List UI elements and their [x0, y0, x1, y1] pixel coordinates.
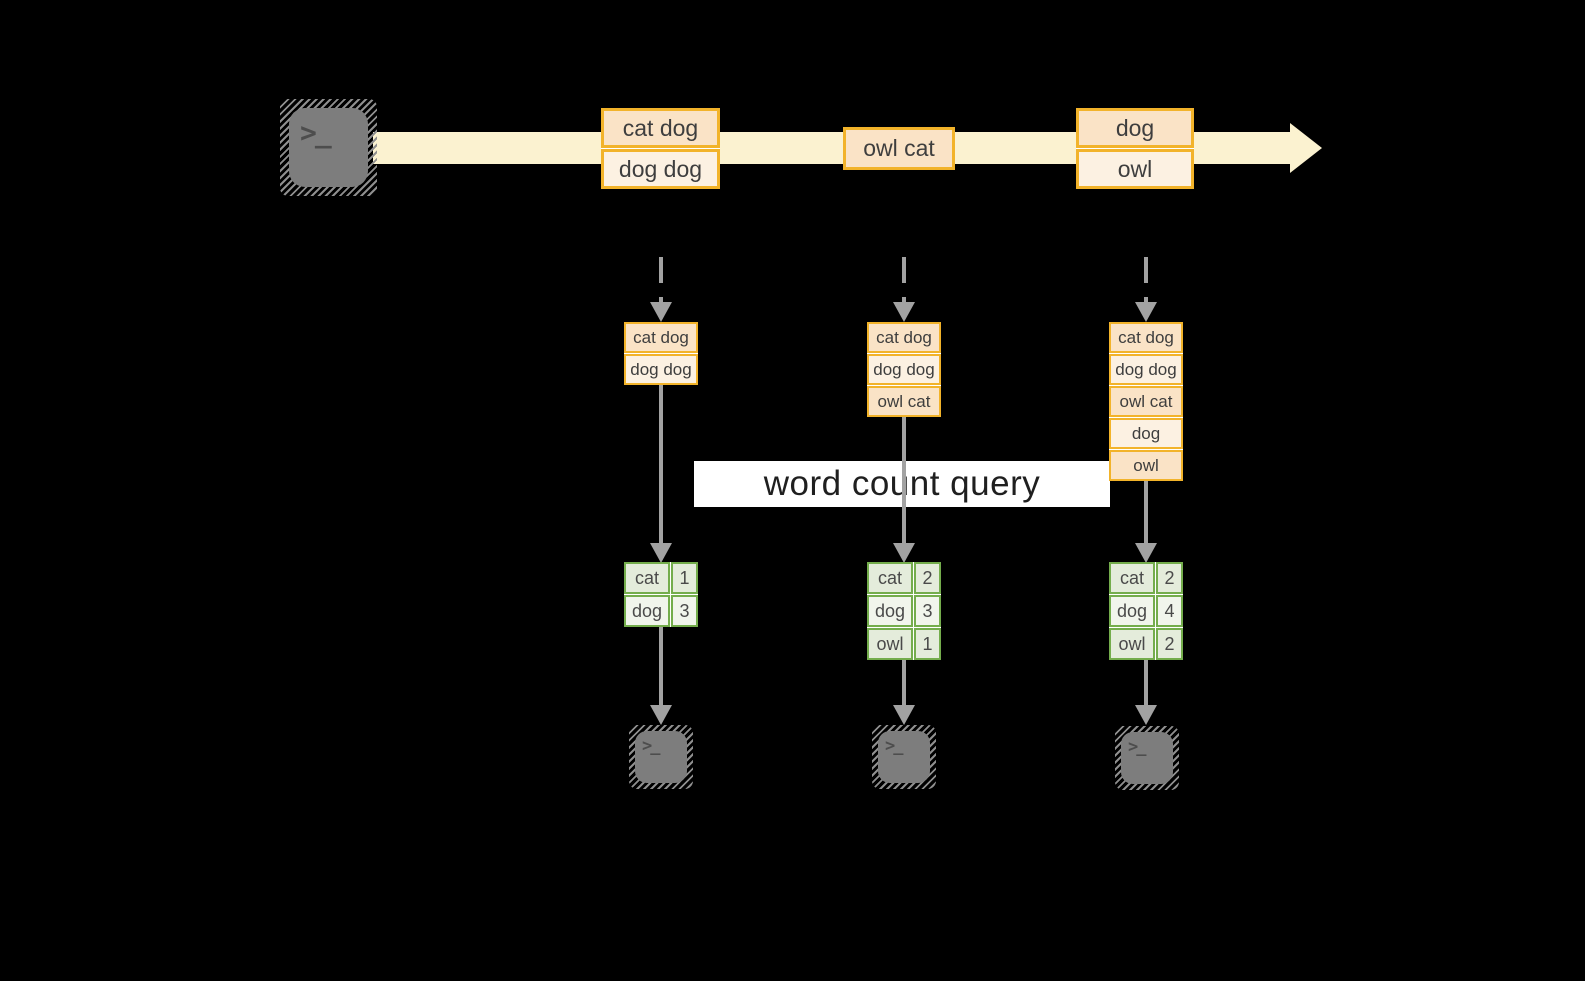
table-row: dog 3	[624, 595, 698, 627]
state-stack-1: cat dog dog dog	[624, 322, 698, 385]
dashed-arrow-head-icon	[650, 302, 672, 322]
table-row: cat 2	[1109, 562, 1183, 594]
prompt-glyph-icon: >_	[300, 116, 332, 149]
arrow-line	[659, 627, 663, 705]
word-cell: cat	[867, 562, 913, 594]
state-line: owl cat	[1109, 386, 1183, 417]
table-row: owl 1	[867, 628, 941, 660]
dashed-arrow-line	[659, 257, 663, 303]
event-line: cat dog	[601, 108, 720, 148]
arrow-line	[1144, 660, 1148, 705]
arrow-head-icon	[1135, 705, 1157, 725]
prompt-glyph-icon: >_	[885, 736, 904, 756]
state-line: dog dog	[1109, 354, 1183, 385]
word-cell: dog	[1109, 595, 1155, 627]
table-row: dog 3	[867, 595, 941, 627]
count-cell: 1	[914, 628, 941, 660]
word-cell: dog	[867, 595, 913, 627]
source-terminal-icon: >_	[280, 99, 377, 196]
output-terminal-icon-2: >_	[872, 725, 936, 789]
count-table-1: cat 1 dog 3	[624, 562, 698, 627]
terminal-body	[635, 731, 687, 783]
state-stack-2: cat dog dog dog owl cat	[867, 322, 941, 417]
word-cell: cat	[1109, 562, 1155, 594]
arrow-head-icon	[893, 705, 915, 725]
word-cell: owl	[867, 628, 913, 660]
word-cell: cat	[624, 562, 670, 594]
terminal-body	[289, 108, 368, 187]
arrow-line	[902, 660, 906, 705]
dashed-arrow-line	[902, 257, 906, 303]
state-line: owl	[1109, 450, 1183, 481]
arrow-head-icon	[893, 543, 915, 563]
arrow-head-icon	[1135, 543, 1157, 563]
state-line: owl cat	[867, 386, 941, 417]
count-cell: 3	[914, 595, 941, 627]
count-cell: 4	[1156, 595, 1183, 627]
event-line: owl cat	[843, 127, 955, 170]
count-cell: 2	[1156, 562, 1183, 594]
dashed-arrow-line	[1144, 257, 1148, 303]
word-cell: dog	[624, 595, 670, 627]
prompt-glyph-icon: >_	[642, 736, 661, 756]
stream-event-batch-1: cat dog dog dog	[601, 108, 720, 189]
count-cell: 2	[1156, 628, 1183, 660]
state-stack-3: cat dog dog dog owl cat dog owl	[1109, 322, 1183, 481]
arrow-line	[659, 385, 663, 545]
query-label: word count query	[763, 464, 1041, 503]
count-cell: 1	[671, 562, 698, 594]
count-table-2: cat 2 dog 3 owl 1	[867, 562, 941, 660]
table-row: dog 4	[1109, 595, 1183, 627]
state-line: dog dog	[624, 354, 698, 385]
event-line: dog	[1076, 108, 1194, 148]
count-table-3: cat 2 dog 4 owl 2	[1109, 562, 1183, 660]
prompt-glyph-icon: >_	[1128, 737, 1147, 757]
event-line: dog dog	[601, 149, 720, 189]
state-line: cat dog	[624, 322, 698, 353]
state-line: dog dog	[867, 354, 941, 385]
table-row: cat 1	[624, 562, 698, 594]
event-line: owl	[1076, 149, 1194, 189]
stream-event-batch-2: owl cat	[843, 127, 955, 170]
arrow-line	[902, 417, 906, 545]
arrow-head-icon	[650, 705, 672, 725]
terminal-body	[878, 731, 930, 783]
word-cell: owl	[1109, 628, 1155, 660]
count-cell: 2	[914, 562, 941, 594]
output-terminal-icon-3: >_	[1115, 726, 1179, 790]
dashed-arrow-head-icon	[1135, 302, 1157, 322]
terminal-body	[1121, 732, 1173, 784]
count-cell: 3	[671, 595, 698, 627]
state-line: cat dog	[1109, 322, 1183, 353]
state-line: cat dog	[867, 322, 941, 353]
table-row: cat 2	[867, 562, 941, 594]
output-terminal-icon-1: >_	[629, 725, 693, 789]
stream-event-batch-3: dog owl	[1076, 108, 1194, 189]
arrow-line	[1144, 481, 1148, 545]
stream-timeline-arrowhead-icon	[1290, 123, 1322, 173]
dashed-arrow-head-icon	[893, 302, 915, 322]
arrow-head-icon	[650, 543, 672, 563]
table-row: owl 2	[1109, 628, 1183, 660]
state-line: dog	[1109, 418, 1183, 449]
